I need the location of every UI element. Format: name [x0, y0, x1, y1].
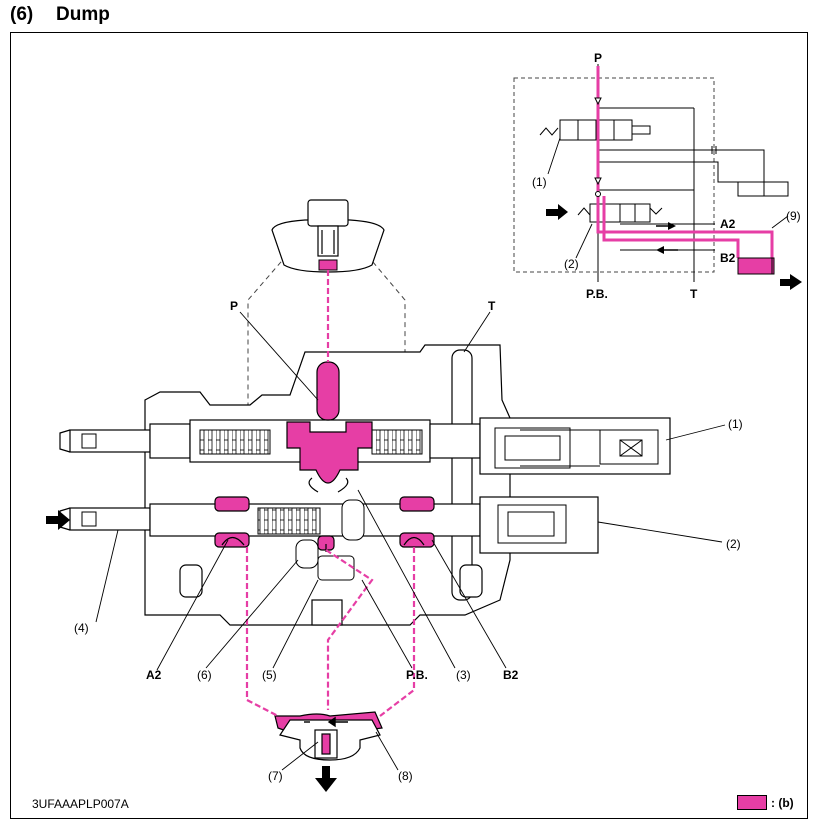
inset-schematic: [513, 64, 802, 290]
arrow-right-icon: [46, 510, 70, 530]
inset-label-t: T: [690, 287, 698, 301]
legend-swatch: [737, 795, 767, 810]
figure-code: 3UFAAAPLP007A: [32, 797, 129, 811]
label-c3: (3): [456, 668, 471, 682]
label-c6: (6): [197, 668, 212, 682]
label-c2: (2): [726, 537, 741, 551]
inset-label-pb: P.B.: [586, 287, 608, 301]
label-a2: A2: [146, 668, 162, 682]
flow-arrows-valve: [221, 477, 425, 552]
heading-number: (6): [10, 4, 34, 25]
label-c5: (5): [262, 668, 277, 682]
inset-label-c2: (2): [564, 257, 579, 271]
label-c7: (7): [268, 769, 283, 783]
arrow-right-icon: [780, 274, 802, 290]
legend-text: : (b): [771, 795, 794, 810]
arrow-down-icon: [315, 766, 337, 792]
label-pb: P.B.: [406, 668, 428, 682]
valve-body: [144, 344, 511, 626]
inset-label-c1: (1): [532, 175, 547, 189]
label-t: T: [488, 299, 496, 313]
label-b2: B2: [503, 668, 519, 682]
heading-title: Dump: [56, 4, 110, 25]
inset-label-c9: (9): [786, 209, 801, 223]
arrow-right-icon: [546, 204, 568, 220]
page-heading: (6) Dump: [10, 4, 110, 26]
label-c4: (4): [74, 621, 89, 635]
legend: : (b): [737, 795, 794, 810]
top-check-flow: [318, 259, 338, 271]
leader-lines: [95, 311, 726, 771]
arrow-left-icon: [656, 246, 678, 254]
label-c8: (8): [398, 769, 413, 783]
inset-label-b2: B2: [720, 251, 736, 265]
pilot-lines: [245, 270, 416, 717]
label-p: P: [230, 299, 238, 313]
inset-label-a2: A2: [720, 217, 736, 231]
bottom-check-valve: [279, 719, 381, 761]
bottom-arrows: [304, 716, 348, 728]
inset-label-p: P: [594, 51, 602, 65]
figure-frame: [10, 32, 808, 819]
top-check-valve: [271, 199, 385, 273]
label-c1: (1): [728, 417, 743, 431]
arrow-right-icon: [656, 222, 676, 230]
